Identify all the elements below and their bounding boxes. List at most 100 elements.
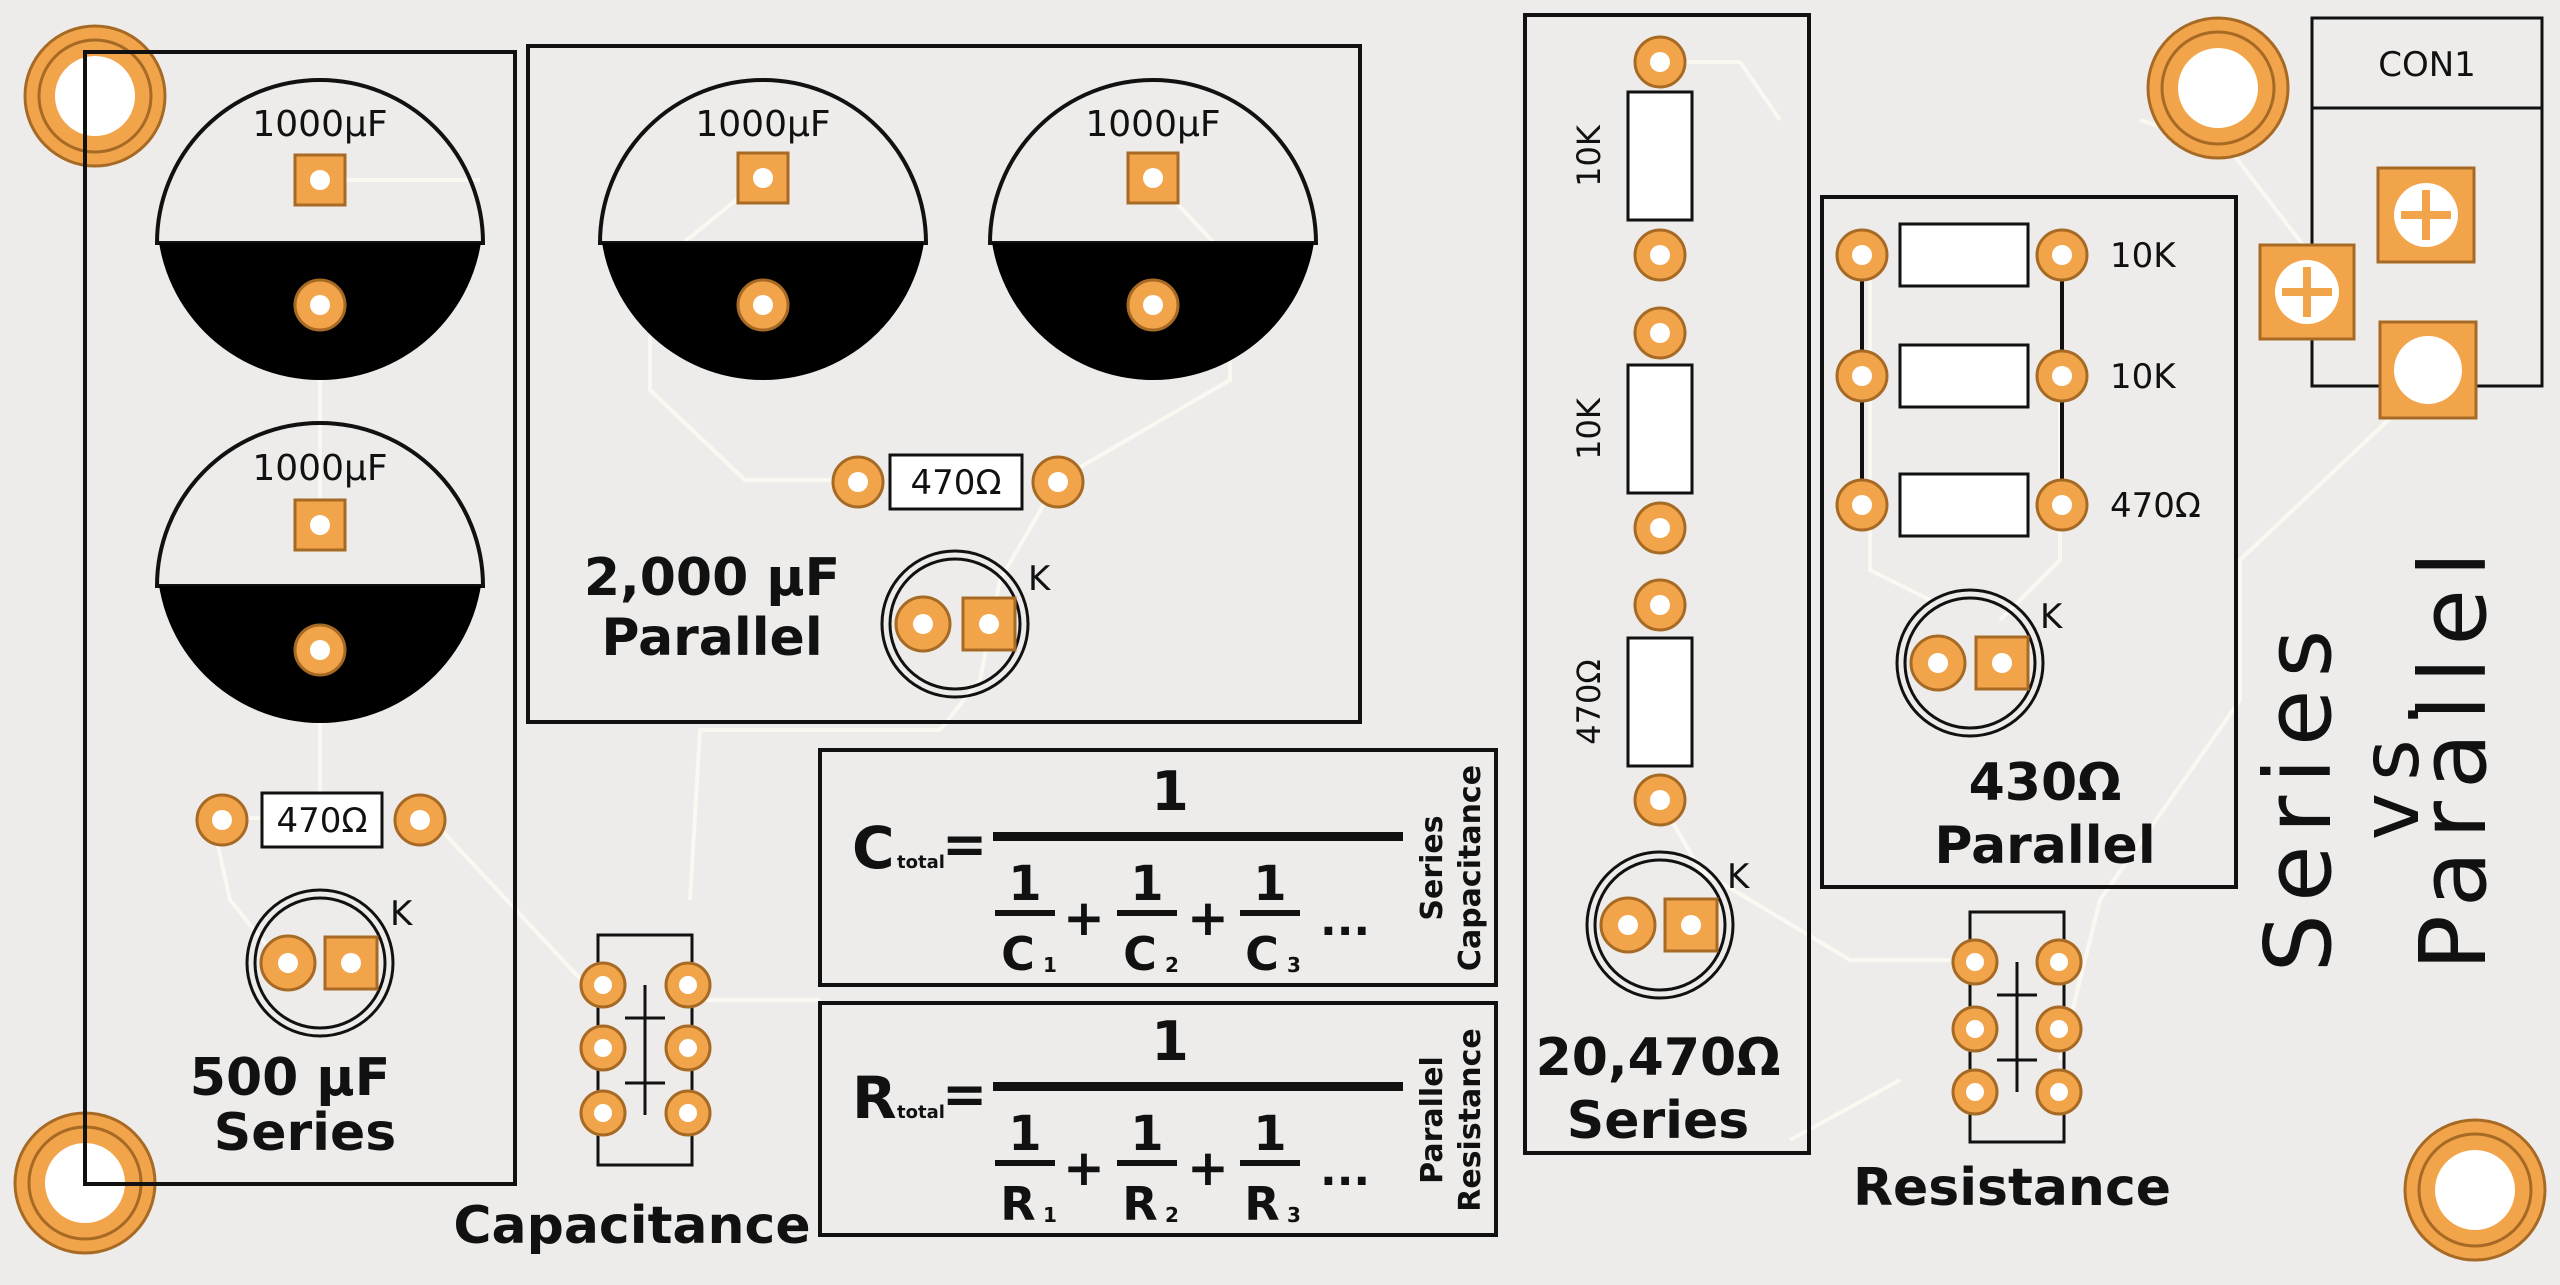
resistor-470-value: 470Ω (277, 801, 368, 841)
side-label-line2: Resistance (1453, 1028, 1488, 1212)
led-cathode-label: K (1727, 857, 1751, 897)
section-title-line2: Series (1567, 1091, 1749, 1151)
section-capacitors-parallel: 1000µF 1000µF 470Ω K 2,000 µF Parallel (526, 44, 1362, 724)
led-cathode-label: K (2040, 597, 2064, 637)
subscript-2: 2 (1165, 1203, 1179, 1227)
led-cathode-label: K (390, 894, 414, 934)
jumper-header-resistance (1951, 910, 2083, 1144)
fraction-bar-2 (1117, 910, 1177, 916)
board-title: Series vs. Parallel (2245, 539, 2507, 972)
led: K (880, 549, 1052, 699)
subscript-3: 3 (1287, 953, 1301, 977)
term-3: R (1244, 1177, 1279, 1231)
fraction-bar-2 (1117, 1160, 1177, 1166)
section-title-line1: 430Ω (1969, 753, 2122, 813)
formula-resistance: R total = 1 1 R 1 + 1 R 2 + 1 R 3 ... Pa… (818, 1001, 1498, 1237)
connector-pad-plus-left (2258, 243, 2356, 341)
led: K (245, 888, 414, 1038)
one-numerator-2: 1 (1130, 1106, 1163, 1162)
fraction-bar-3 (1240, 1160, 1300, 1166)
resistor-value: 10K (2110, 357, 2177, 397)
resistor-10k-a: 10K (1835, 222, 2177, 288)
one-numerator-2: 1 (1130, 856, 1163, 912)
formula-numerator: 1 (1151, 760, 1189, 823)
section-resistors-series: 10K 10K 470Ω K 20,470Ω Series (1523, 13, 1811, 1155)
formula-lhs: R (852, 1064, 897, 1132)
ellipsis: ... (1320, 1145, 1370, 1196)
capacitor-bottom: 1000µF (154, 421, 486, 723)
resistor-470-c: 470Ω (1835, 472, 2201, 538)
capacitor-top-value: 1000µF (252, 104, 387, 145)
fraction-bar-1 (995, 1160, 1055, 1166)
connector-pad-plus-top (2376, 166, 2476, 264)
led-cathode-label: K (1028, 559, 1052, 599)
section-label-capacitance: Capacitance (453, 1196, 810, 1256)
resistor-value: 10K (1570, 397, 1608, 460)
resistor-10k-b: 10K (1570, 306, 1694, 555)
formula-equals: = (942, 1063, 987, 1126)
side-label-line1: Parallel (1415, 1056, 1450, 1184)
resistor-470: 470Ω (195, 791, 447, 849)
fraction-bar-1 (995, 910, 1055, 916)
led: K (1585, 850, 1751, 1000)
resistor-value: 10K (2110, 236, 2177, 276)
board-title-line1: Series (2245, 618, 2352, 973)
subscript-2: 2 (1165, 953, 1179, 977)
one-numerator-3: 1 (1253, 1106, 1286, 1162)
term-2: C (1123, 927, 1157, 981)
resistor-470-c: 470Ω (1570, 578, 1694, 827)
subscript-1: 1 (1043, 1203, 1057, 1227)
capacitor-left-value: 1000µF (695, 104, 830, 145)
led: K (1895, 588, 2064, 738)
subscript-3: 3 (1287, 1203, 1301, 1227)
resistor-value: 10K (1570, 124, 1608, 187)
connector-ref: CON1 (2378, 45, 2476, 85)
mounting-hole-top-right (2146, 16, 2290, 160)
connector-con1: CON1 (2258, 16, 2544, 420)
term-1: C (1001, 927, 1035, 981)
section-title-line1: 2,000 µF (584, 548, 840, 608)
section-title-line2: Series (214, 1103, 396, 1163)
capacitor-bottom-value: 1000µF (252, 448, 387, 489)
section-capacitors-series: 1000µF 1000µF 470Ω K (83, 50, 517, 1186)
plus-2: + (1187, 889, 1229, 947)
formula-lhs-subscript: total (897, 1102, 945, 1123)
section-title-line1: 500 µF (190, 1048, 390, 1108)
section-title-line2: Parallel (1934, 816, 2155, 876)
one-numerator-3: 1 (1253, 856, 1286, 912)
section-title-line2: Parallel (601, 608, 822, 668)
resistor-10k-a: 10K (1570, 35, 1694, 282)
formula-equals: = (942, 813, 987, 876)
mounting-hole-top-left (23, 24, 167, 168)
board-title-line2: vs. (2344, 690, 2437, 840)
term-2: R (1122, 1177, 1157, 1231)
resistor-470: 470Ω (831, 453, 1085, 511)
fraction-bar (993, 832, 1403, 841)
jumper-header-capacitance (579, 933, 712, 1167)
term-3: C (1245, 927, 1279, 981)
connector-pad-square (2378, 320, 2478, 420)
capacitor-top: 1000µF (154, 78, 486, 380)
fraction-bar (993, 1082, 1403, 1091)
one-numerator-1: 1 (1008, 1106, 1041, 1162)
plus-2: + (1187, 1139, 1229, 1197)
term-1: R (1000, 1177, 1035, 1231)
plus-1: + (1063, 1139, 1105, 1197)
resistor-value: 470Ω (2110, 486, 2201, 526)
formula-numerator: 1 (1151, 1010, 1189, 1073)
section-label-resistance: Resistance (1853, 1158, 2171, 1218)
board-title-line3: Parallel (2400, 539, 2507, 970)
side-label-line1: Series (1415, 815, 1450, 920)
side-label-line2: Capacitance (1453, 765, 1488, 971)
capacitor-right: 1000µF (987, 78, 1319, 380)
section-resistors-parallel: 10K 10K 470Ω K 430Ω Parallel (1820, 195, 2238, 889)
formula-capacitance: C total = 1 1 C 1 + 1 C 2 + 1 C 3 ... Se… (818, 748, 1498, 987)
formula-lhs-subscript: total (897, 852, 945, 873)
plus-1: + (1063, 889, 1105, 947)
resistor-10k-b: 10K (1835, 343, 2177, 409)
resistor-470-value: 470Ω (911, 463, 1002, 503)
formula-lhs: C (852, 814, 895, 882)
mounting-holes (13, 16, 2547, 1262)
